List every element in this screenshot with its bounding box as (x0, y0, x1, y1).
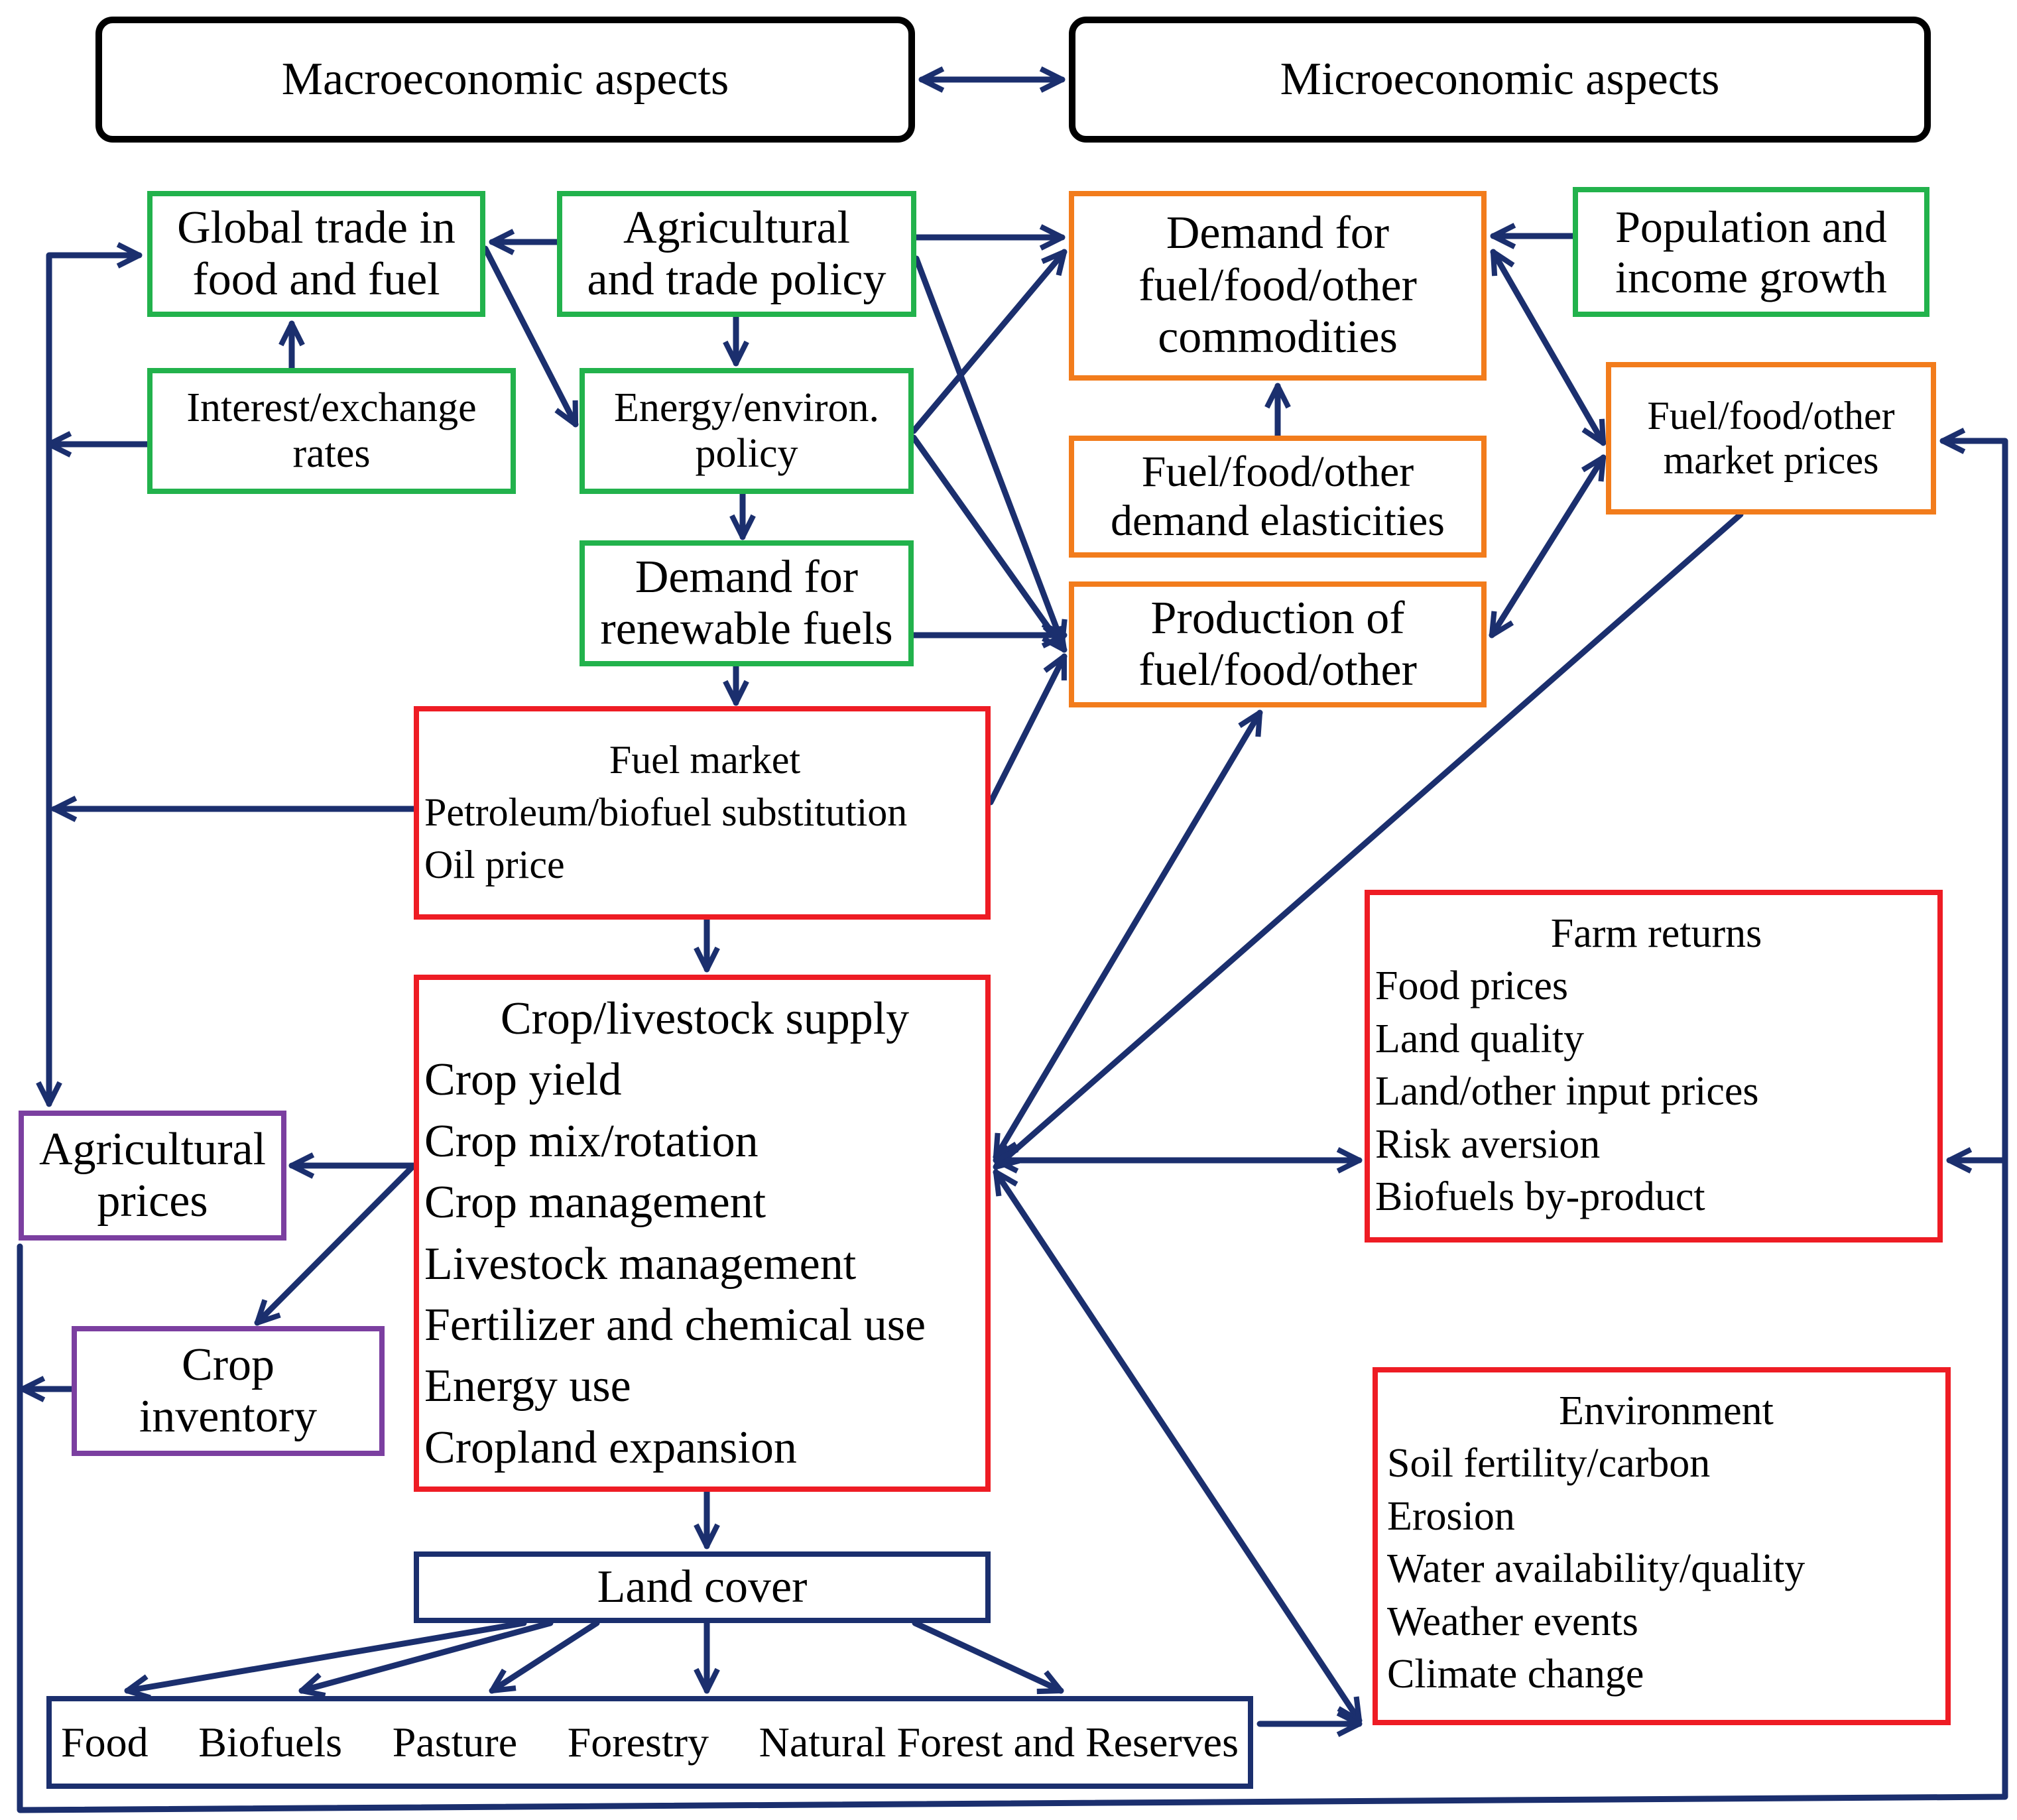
microeconomic-aspects-box: Microeconomic aspects (1069, 17, 1931, 143)
land-cover-to-reserves-arrow (912, 1620, 1064, 1695)
demand-commodities-line-3: commodities (1158, 312, 1398, 363)
demand-elasticities-line-1: Fuel/food/other (1141, 448, 1414, 497)
demand-commodities-line-2: fuel/food/other (1138, 259, 1417, 311)
interest-rates-line-2: rates (292, 431, 371, 476)
macroeconomic-aspects-box: Macroeconomic aspects (95, 17, 915, 143)
fuel-market-item: Petroleum/biofuel substitution (424, 790, 908, 835)
production-line-1: Production of (1150, 592, 1405, 644)
crop-supply-production-arrow (993, 709, 1263, 1160)
farm-returns-item: Biofuels by-product (1375, 1174, 1705, 1220)
farm-returns-item: Land/other input prices (1375, 1069, 1759, 1115)
ag-prices-line-1: Agricultural (38, 1123, 267, 1175)
demand-renewable-fuels-box: Demand for renewable fuels (580, 540, 914, 666)
crop-livestock-supply-box: Crop/livestock supply Crop yield Crop mi… (414, 975, 991, 1492)
land-use-item: Biofuels (198, 1719, 343, 1766)
global-trade-box: Global trade in food and fuel (147, 191, 485, 317)
land-use-item: Forestry (567, 1719, 709, 1766)
fuel-market-to-production-arrow (987, 653, 1068, 806)
energy-to-production-arrow (910, 434, 1068, 653)
energy-policy-line-2: policy (695, 431, 798, 476)
crop-supply-item: Livestock management (424, 1238, 857, 1290)
micro-label: Microeconomic aspects (1280, 53, 1720, 105)
crop-supply-item: Crop management (424, 1177, 766, 1229)
land-cover-to-pasture-arrow (489, 1620, 600, 1694)
energy-to-demand-commodities-arrow (910, 249, 1068, 434)
land-use-item: Natural Forest and Reserves (759, 1719, 1239, 1766)
interest-rates-line-1: Interest/exchange (186, 385, 477, 430)
land-uses-box: Food Biofuels Pasture Forestry Natural F… (46, 1696, 1253, 1789)
farm-returns-item: Risk aversion (1375, 1121, 1601, 1167)
crop-supply-title: Crop/livestock supply (500, 993, 910, 1044)
land-use-item: Food (61, 1719, 149, 1766)
population-line-2: income growth (1615, 252, 1887, 302)
environment-item: Soil fertility/carbon (1387, 1441, 1711, 1486)
macro-label: Macroeconomic aspects (281, 53, 729, 105)
fuel-market-box: Fuel market Petroleum/biofuel substituti… (414, 706, 991, 920)
global-trade-line-2: food and fuel (192, 254, 440, 305)
market-prices-line-2: market prices (1663, 438, 1879, 482)
ag-trade-policy-line-2: and trade policy (587, 254, 886, 305)
farm-returns-item: Food prices (1375, 963, 1569, 1009)
environment-item: Climate change (1387, 1652, 1644, 1697)
farm-returns-title: Farm returns (1550, 911, 1762, 956)
demand-commodities-line-1: Demand for (1166, 208, 1390, 259)
crop-supply-item: Energy use (424, 1361, 631, 1412)
demand-commodities-box: Demand for fuel/food/other commodities (1069, 191, 1487, 381)
global-trade-line-1: Global trade in (177, 202, 456, 253)
land-cover-to-food-arrow (124, 1620, 527, 1701)
crop-inventory-line-2: inventory (139, 1391, 318, 1442)
market-prices-production-arrow (1489, 454, 1607, 638)
crop-supply-environment-arrow (993, 1169, 1363, 1724)
agricultural-prices-box: Agricultural prices (19, 1111, 286, 1241)
land-cover-box: Land cover (414, 1551, 991, 1623)
crop-supply-item: Cropland expansion (424, 1422, 797, 1473)
market-prices-box: Fuel/food/other market prices (1606, 362, 1936, 515)
crop-supply-item: Crop yield (424, 1054, 622, 1106)
environment-box: Environment Soil fertility/carbon Erosio… (1373, 1367, 1951, 1725)
crop-supply-item: Crop mix/rotation (424, 1115, 759, 1167)
interest-exchange-rates-box: Interest/exchange rates (147, 368, 516, 494)
ag-prices-line-2: prices (97, 1176, 208, 1227)
energy-policy-line-1: Energy/environ. (613, 385, 880, 430)
production-box: Production of fuel/food/other (1069, 581, 1487, 707)
production-line-2: fuel/food/other (1138, 644, 1417, 696)
fuel-market-title: Fuel market (609, 738, 801, 782)
demand-renewable-line-2: renewable fuels (600, 603, 893, 654)
environment-item: Erosion (1387, 1493, 1515, 1539)
environment-item: Weather events (1387, 1599, 1638, 1644)
farm-returns-item: Land quality (1375, 1016, 1585, 1062)
population-line-1: Population and (1615, 201, 1887, 252)
farm-returns-box: Farm returns Food prices Land quality La… (1365, 890, 1943, 1243)
environment-title: Environment (1559, 1388, 1774, 1433)
environment-item: Water availability/quality (1387, 1546, 1805, 1592)
demand-elasticities-box: Fuel/food/other demand elasticities (1069, 436, 1487, 558)
ag-trade-policy-line-1: Agricultural (623, 202, 851, 253)
left-spine-arrow (36, 242, 143, 1107)
crop-inventory-line-1: Crop (182, 1339, 275, 1390)
land-use-item: Pasture (392, 1719, 518, 1766)
land-uses-row: Food Biofuels Pasture Forestry Natural F… (52, 1701, 1248, 1784)
crop-supply-item: Fertilizer and chemical use (424, 1299, 926, 1351)
land-cover-to-biofuels-arrow (298, 1620, 554, 1699)
demand-elasticities-line-2: demand elasticities (1111, 497, 1445, 545)
crop-inventory-box: Crop inventory (72, 1326, 385, 1456)
demand-renewable-line-1: Demand for (635, 551, 859, 603)
agricultural-trade-policy-box: Agricultural and trade policy (557, 191, 916, 317)
market-prices-line-1: Fuel/food/other (1647, 393, 1895, 438)
population-income-box: Population and income growth (1573, 187, 1929, 317)
land-cover-label: Land cover (597, 1561, 808, 1612)
ag-policy-to-production-arrow (913, 255, 1068, 646)
energy-environ-policy-box: Energy/environ. policy (580, 368, 914, 494)
fuel-market-item: Oil price (424, 843, 565, 887)
